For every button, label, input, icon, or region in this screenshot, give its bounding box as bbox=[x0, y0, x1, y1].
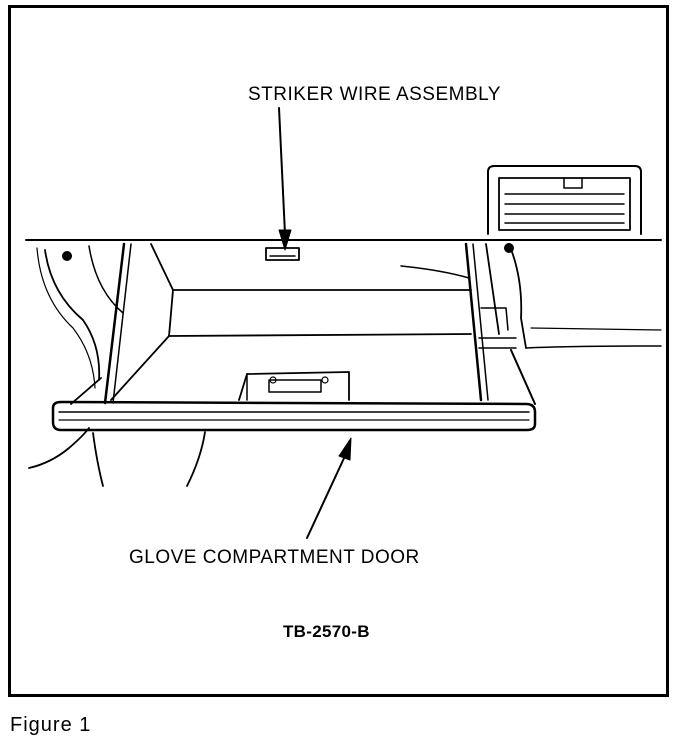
striker-wire-assembly-label: STRIKER WIRE ASSEMBLY bbox=[248, 84, 501, 105]
dash-vent bbox=[487, 165, 642, 235]
striker-wire-assembly bbox=[265, 247, 300, 261]
right-screw-icon bbox=[504, 243, 514, 253]
drawing-number: TB-2570-B bbox=[283, 622, 370, 641]
left-panel bbox=[28, 245, 206, 487]
striker-leader-arrow bbox=[278, 107, 292, 251]
glove-compartment-door-label: GLOVE COMPARTMENT DOOR bbox=[129, 547, 420, 568]
figure-caption: Figure 1 bbox=[10, 714, 92, 736]
figure-frame: STRIKER WIRE ASSEMBLY GLOVE COMPARTMENT … bbox=[8, 5, 669, 697]
left-screw-icon bbox=[62, 251, 72, 261]
glove-compartment-door bbox=[51, 349, 537, 432]
glove-box-interior bbox=[103, 242, 517, 405]
door-leader-arrow bbox=[306, 437, 352, 539]
glove-compartment-illustration bbox=[25, 107, 662, 539]
door-latch bbox=[238, 371, 350, 401]
right-panel bbox=[485, 243, 662, 349]
